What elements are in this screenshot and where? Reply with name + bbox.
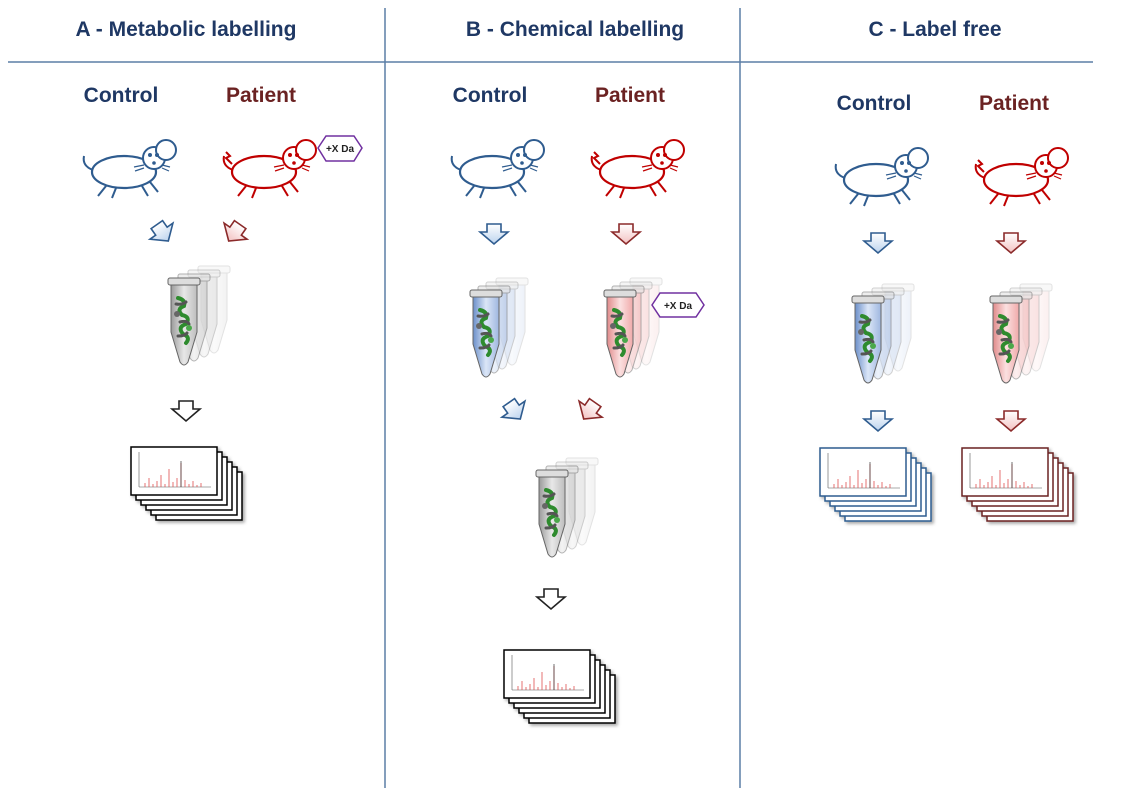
tube-icon bbox=[535, 457, 599, 558]
arrow-icon bbox=[863, 410, 893, 432]
tube-icon bbox=[851, 283, 915, 384]
panel-b-title: B - Chemical labelling bbox=[465, 18, 685, 41]
panel-a-title: A - Metabolic labelling bbox=[75, 18, 297, 41]
arrow-icon bbox=[611, 223, 641, 245]
mouse-icon bbox=[590, 138, 686, 200]
tube-icon bbox=[167, 265, 231, 366]
spectrum-stack-icon bbox=[130, 446, 243, 521]
arrow-icon bbox=[216, 215, 253, 250]
panel-b-patient-label: Patient bbox=[594, 84, 666, 107]
panel-c-title: C - Label free bbox=[868, 18, 1002, 41]
arrow-icon bbox=[536, 588, 566, 610]
arrow-icon bbox=[496, 393, 533, 428]
tube-icon bbox=[603, 277, 663, 378]
arrow-icon bbox=[571, 393, 608, 428]
spectrum-stack-icon bbox=[819, 447, 932, 522]
mouse-icon bbox=[82, 138, 178, 200]
arrow-icon bbox=[144, 215, 181, 250]
mass-tag-hexagon: +X Da bbox=[317, 135, 363, 162]
arrow-icon bbox=[996, 410, 1026, 432]
tube-icon bbox=[989, 283, 1053, 384]
arrow-icon bbox=[171, 400, 201, 422]
mouse-icon bbox=[834, 146, 930, 208]
panel-c-patient-label: Patient bbox=[978, 92, 1050, 115]
svg-text:+X Da: +X Da bbox=[664, 301, 693, 312]
arrow-icon bbox=[479, 223, 509, 245]
mouse-icon bbox=[450, 138, 546, 200]
svg-text:+X Da: +X Da bbox=[326, 144, 355, 155]
spectrum-stack-icon bbox=[503, 649, 616, 724]
panel-c-control-label: Control bbox=[836, 92, 912, 115]
panel-a-patient-label: Patient bbox=[225, 84, 297, 107]
mouse-icon bbox=[222, 138, 318, 200]
spectrum-stack-icon bbox=[961, 447, 1074, 522]
panel-b-control-label: Control bbox=[452, 84, 528, 107]
mass-tag-hexagon: +X Da bbox=[651, 292, 705, 318]
arrow-icon bbox=[863, 232, 893, 254]
mouse-icon bbox=[974, 146, 1070, 208]
tube-icon bbox=[469, 277, 529, 378]
arrow-icon bbox=[996, 232, 1026, 254]
panel-a-control-label: Control bbox=[83, 84, 159, 107]
